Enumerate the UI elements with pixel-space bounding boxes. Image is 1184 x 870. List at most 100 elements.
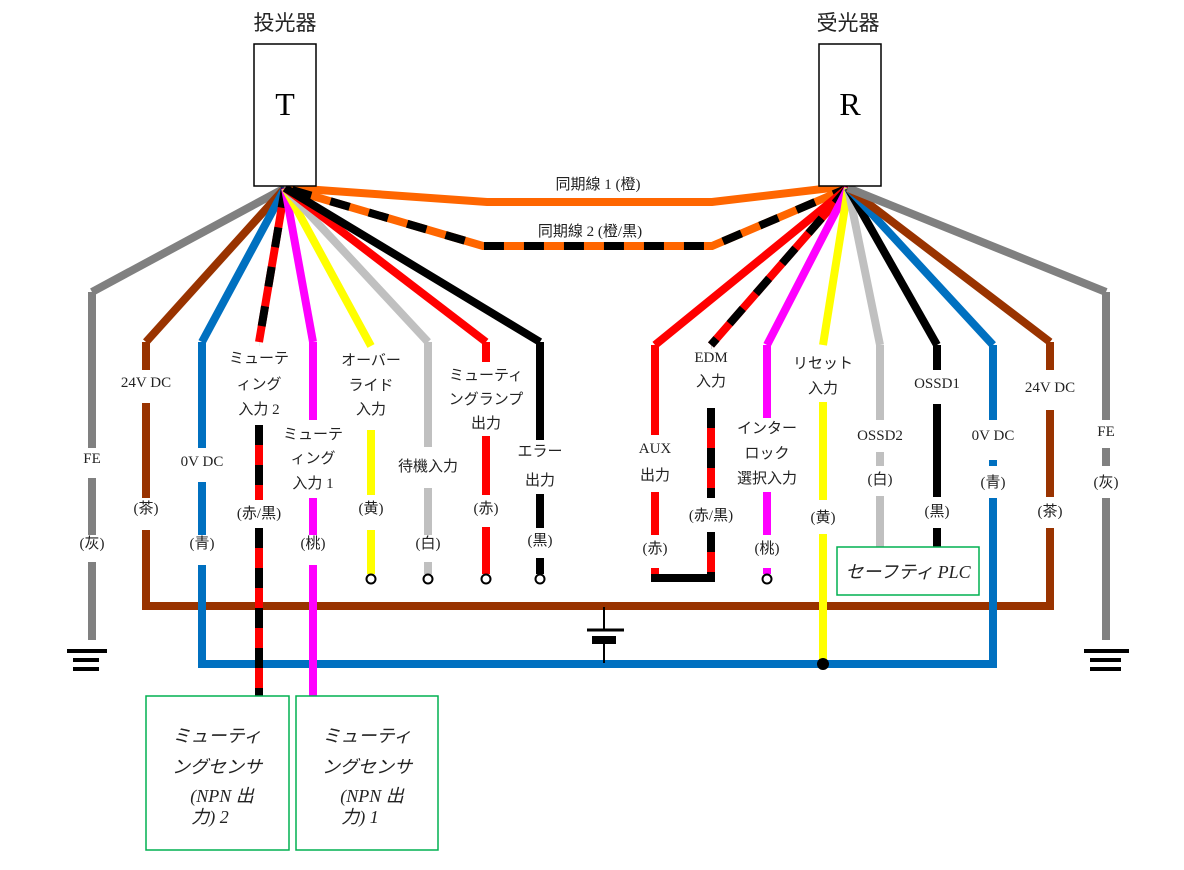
t-error-color-label: (黒): [528, 533, 553, 549]
t-lamp-label: 出力: [471, 415, 501, 432]
t-muting1-color-label: (桃): [301, 535, 326, 552]
t-override-terminal: [365, 573, 377, 585]
t-muting2-label: ミューテ: [229, 351, 289, 367]
r-edm-label: 入力: [696, 373, 726, 390]
r-interlock-label: インター: [737, 420, 797, 437]
r-edm-fan: [707, 185, 852, 348]
t-override-label: オーバー: [341, 353, 401, 369]
t-standby-label: 待機入力: [398, 458, 458, 475]
t-override-label: ライド: [348, 378, 393, 394]
sync-line-2-label: 同期線 2 (橙/黒): [538, 223, 642, 240]
t-muting1-label: 入力 1: [292, 475, 333, 492]
r-aux-fan: [652, 184, 851, 349]
bus-0v-dc: [198, 596, 997, 668]
r-24v-label: 24V DC: [1025, 380, 1075, 396]
receiver-letter: R: [839, 86, 861, 122]
sync-line-1-wire: [289, 182, 849, 206]
r-reset-label: 入力: [808, 380, 838, 397]
t-fe-color-label: (灰): [80, 535, 105, 552]
t-standby-color-label: (白): [416, 535, 441, 552]
t-muting2-label: ィング: [236, 376, 281, 393]
r-edm-color-label: (赤/黒): [689, 507, 733, 524]
r-reset-color-label: (黄): [811, 509, 836, 526]
transmitter-box: [253, 43, 317, 187]
r-0v-label: 0V DC: [972, 428, 1015, 444]
sync-line-1-label: 同期線 1 (橙): [556, 176, 641, 193]
t-lamp-label: ングランプ: [449, 391, 524, 408]
t-override-fan: [281, 186, 375, 348]
r-aux-label: AUX: [639, 441, 672, 457]
t-0v-fan: [198, 186, 289, 344]
muting-sensor-1-line-3: (NPN 出: [340, 786, 405, 807]
t-override-label: 入力: [356, 401, 386, 418]
t-muting2-color-label: (赤/黒): [237, 505, 281, 522]
muting-sensor-1-line-1: ミューティ: [323, 726, 412, 746]
transmitter-device: 投光器 T: [253, 11, 317, 187]
r-ossd1-color-label: (黒): [925, 504, 950, 520]
muting-sensor-2-line-4: 力) 2: [191, 807, 229, 828]
t-muting1-label: ィング: [290, 450, 335, 467]
t-0v-label: 0V DC: [181, 454, 224, 470]
r-interlock-label: 選択入力: [737, 470, 797, 487]
sync-line-2-wire: [290, 184, 850, 250]
r-interlock-terminal: [761, 573, 773, 585]
r-0v-color-label: (青): [981, 474, 1006, 491]
receiver-device: 受光器 R: [817, 11, 882, 187]
t-muting1-fan: [281, 187, 317, 343]
r-ossd1-fan: [844, 186, 941, 347]
receiver-box: [818, 43, 882, 187]
t-lamp-label: ミューティ: [449, 368, 523, 384]
r-ossd1-label: OSSD1: [914, 376, 960, 392]
r-ossd2-fan: [844, 187, 884, 346]
power-supply-icon: [587, 607, 624, 663]
ground-icon-left: [67, 649, 107, 671]
r-24v-color-label: (茶): [1038, 503, 1063, 520]
r-fe-color-label: (灰): [1094, 474, 1119, 491]
muting-sensor-2-line-3: (NPN 出: [190, 786, 255, 807]
t-error-label: エラー: [517, 444, 562, 460]
t-muting2-label: 入力 2: [238, 401, 279, 418]
t-lamp-terminal: [480, 573, 492, 585]
receiver-title: 受光器: [817, 11, 880, 35]
r-reset-label: リセット: [793, 356, 853, 372]
r-edm-label: EDM: [694, 350, 727, 366]
t-fe-label: FE: [83, 451, 101, 467]
ground-icon-right: [1084, 649, 1129, 671]
muting-sensor-2-line-1: ミューティ: [173, 726, 262, 746]
r-aux-color-label: (赤): [643, 540, 668, 557]
t-muting1-label: ミューテ: [283, 427, 343, 443]
t-muting2-fan: [255, 187, 289, 343]
t-0v-color-label: (青): [190, 535, 215, 552]
r-ossd2-label: OSSD2: [857, 428, 903, 444]
wires-layer: [88, 182, 1110, 696]
r-reset-fan: [819, 187, 852, 346]
r-interlock-fan: [763, 186, 852, 347]
muting-sensor-1-line-2: ングセンサ: [322, 757, 414, 777]
r-ossd2-color-label: (白): [868, 471, 893, 488]
t-standby-terminal: [422, 573, 434, 585]
safety-plc-label: セーフティ PLC: [845, 562, 971, 582]
bus-24v-dc: [142, 596, 1054, 610]
r-fe-fan: [846, 184, 1108, 296]
r-0v-fan: [845, 185, 996, 348]
muting-sensor-2-box: ミューティ ングセンサ (NPN 出 力) 2: [145, 695, 290, 851]
t-standby-fan: [282, 185, 431, 345]
muting-sensor-1-box: ミューティ ングセンサ (NPN 出 力) 1: [295, 695, 439, 851]
t-24v-fan: [143, 185, 288, 345]
t-override-color-label: (黄): [359, 500, 384, 517]
r-aux-label: 出力: [640, 467, 670, 484]
safety-plc-box: セーフティ PLC: [836, 546, 980, 596]
muting-sensor-1-line-4: 力) 1: [341, 807, 379, 828]
t-24v-color-label: (茶): [134, 500, 159, 517]
r-interlock-color-label: (桃): [755, 540, 780, 557]
transmitter-title: 投光器: [254, 11, 317, 35]
r-fe-label: FE: [1097, 424, 1115, 440]
t-lamp-fan: [282, 184, 489, 346]
t-error-terminal: [534, 573, 546, 585]
t-lamp-color-label: (赤): [474, 500, 499, 517]
t-24v-label: 24V DC: [121, 375, 171, 391]
r-interlock-label: ロック: [744, 445, 789, 462]
junction-dot: [817, 658, 829, 670]
